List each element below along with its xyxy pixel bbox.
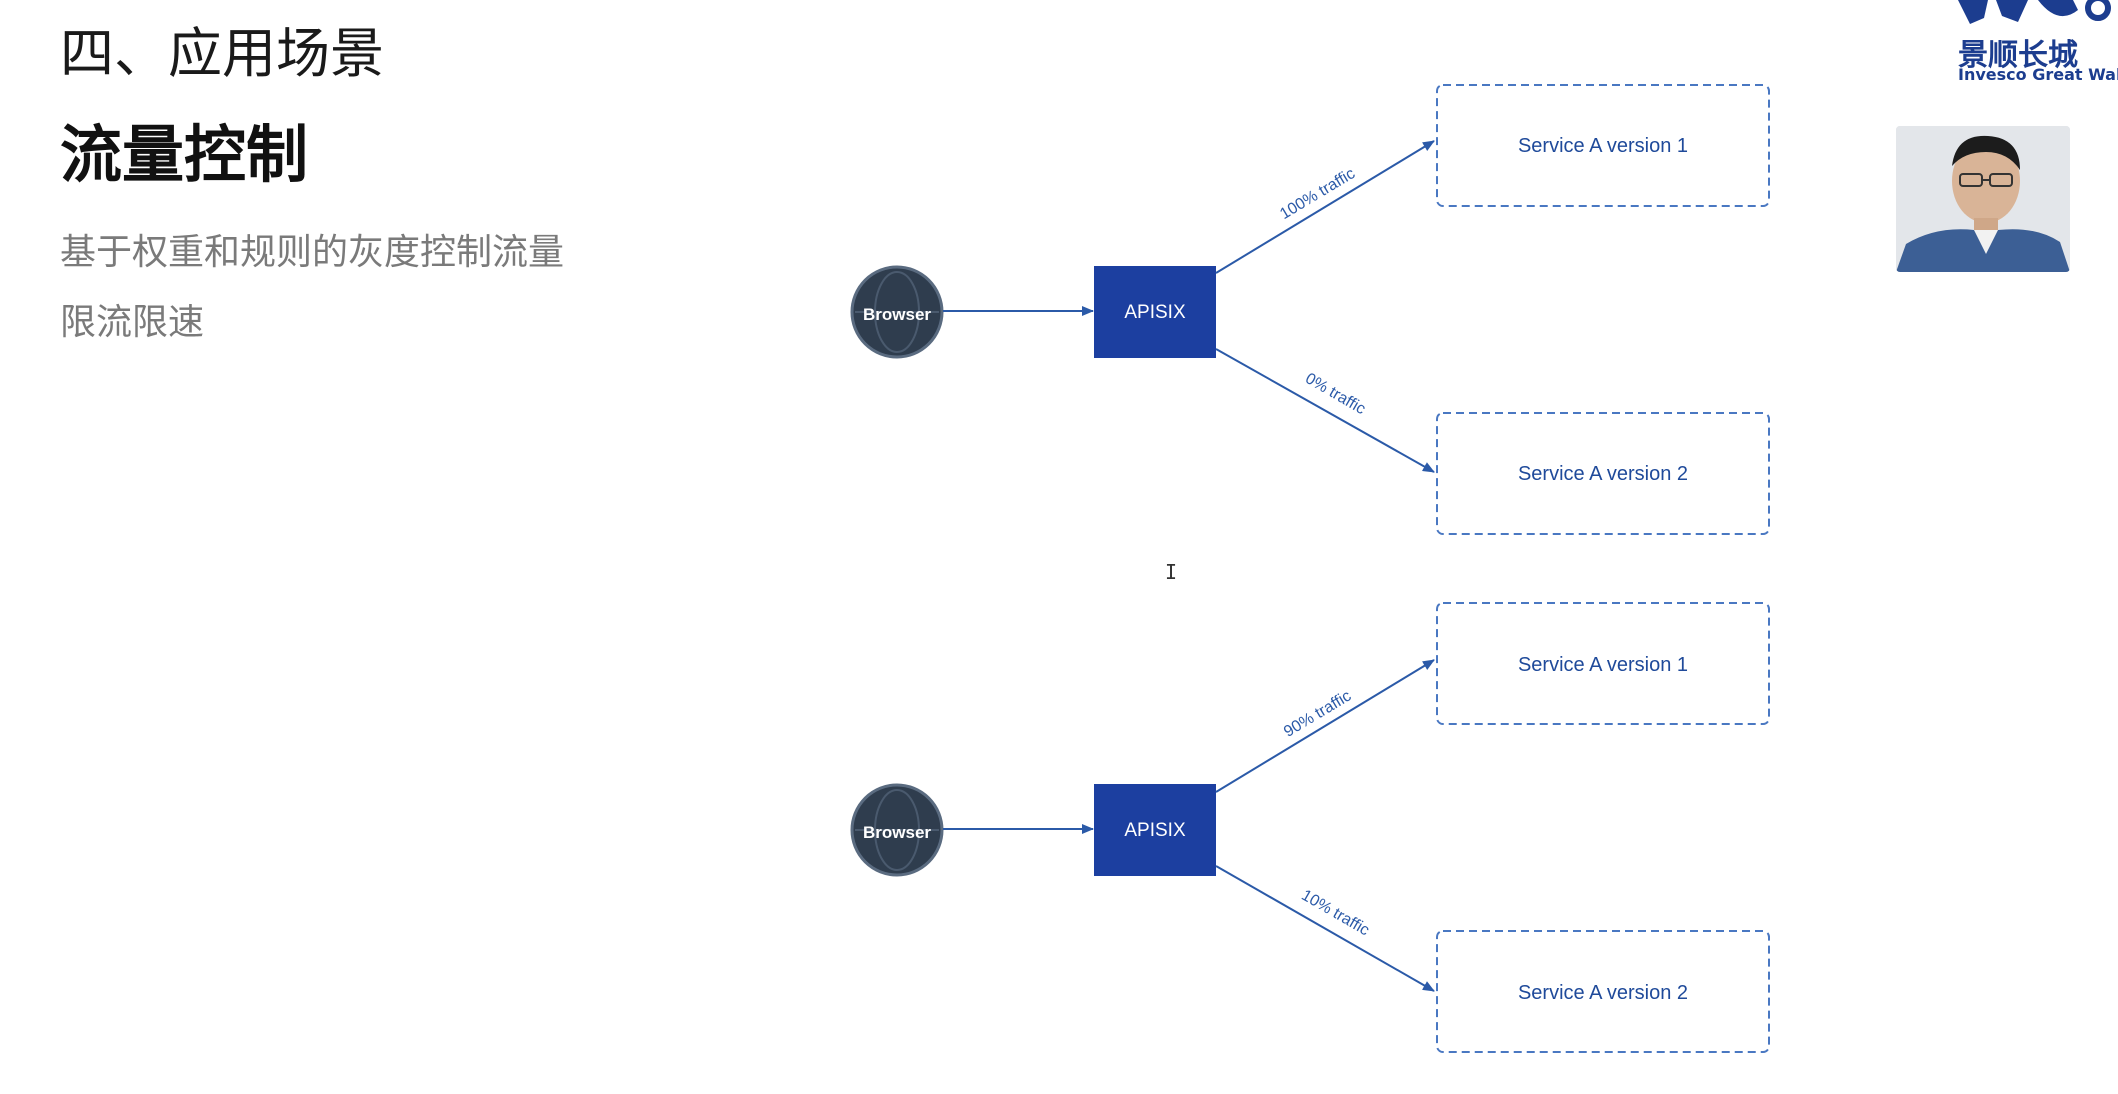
service-label: Service A version 1 bbox=[1518, 135, 1688, 157]
upper-route-arrow bbox=[1215, 659, 1435, 793]
logo-chinese-text: 景顺长城 bbox=[1958, 38, 2078, 73]
diagram-weight-90-10: Browser APISIX 90% traffic 10% traffic S… bbox=[850, 602, 1770, 1053]
service-v2-node: Service A version 2 bbox=[1436, 412, 1770, 535]
browser-node: Browser bbox=[850, 265, 944, 359]
section-title: 四、应用场景 bbox=[60, 22, 384, 85]
service-label: Service A version 2 bbox=[1518, 463, 1688, 485]
lower-route-arrow bbox=[1215, 348, 1435, 473]
bullet-list: 基于权重和规则的灰度控制流量 限流限速 bbox=[60, 218, 564, 358]
logo-english-text: Invesco Great Wall bbox=[1958, 65, 2118, 84]
service-label: Service A version 2 bbox=[1518, 982, 1688, 1004]
apisix-box bbox=[1094, 784, 1216, 876]
service-box bbox=[1436, 602, 1770, 725]
service-v1-node: Service A version 1 bbox=[1436, 602, 1770, 725]
browser-node: Browser bbox=[850, 783, 944, 877]
diagram-weight-100-0: Browser APISIX 100% traffic 0% traffic S… bbox=[850, 84, 1770, 535]
service-label: Service A version 1 bbox=[1518, 654, 1688, 676]
service-box bbox=[1436, 930, 1770, 1053]
bullet-item: 基于权重和规则的灰度控制流量 bbox=[60, 232, 565, 273]
apisix-label: APISIX bbox=[1124, 302, 1186, 323]
browser-label: Browser bbox=[863, 823, 931, 842]
service-box bbox=[1436, 412, 1770, 535]
apisix-node: APISIX bbox=[1094, 266, 1216, 358]
service-box bbox=[1436, 84, 1770, 207]
upper-route-arrow bbox=[1215, 140, 1435, 274]
browser-label: Browser bbox=[863, 305, 931, 324]
apisix-box bbox=[1094, 266, 1216, 358]
lower-route-arrow bbox=[1215, 865, 1435, 992]
service-v1-node: Service A version 1 bbox=[1436, 84, 1770, 207]
apisix-node: APISIX bbox=[1094, 784, 1216, 876]
service-v2-node: Service A version 2 bbox=[1436, 930, 1770, 1053]
apisix-label: APISIX bbox=[1124, 820, 1186, 841]
logo-mark-icon bbox=[1958, 0, 2111, 24]
lower-route-label: 10% traffic bbox=[1298, 887, 1372, 939]
presenter-avatar-icon bbox=[1896, 126, 2070, 272]
page-title: 流量控制 bbox=[60, 118, 309, 191]
bullet-item: 限流限速 bbox=[60, 302, 205, 343]
webcam-presenter bbox=[1896, 126, 2070, 272]
company-logo: 景顺长城 Invesco Great Wall bbox=[1948, 0, 2118, 90]
lower-route-label: 0% traffic bbox=[1302, 370, 1368, 418]
text-cursor-icon: I bbox=[1165, 560, 1178, 584]
